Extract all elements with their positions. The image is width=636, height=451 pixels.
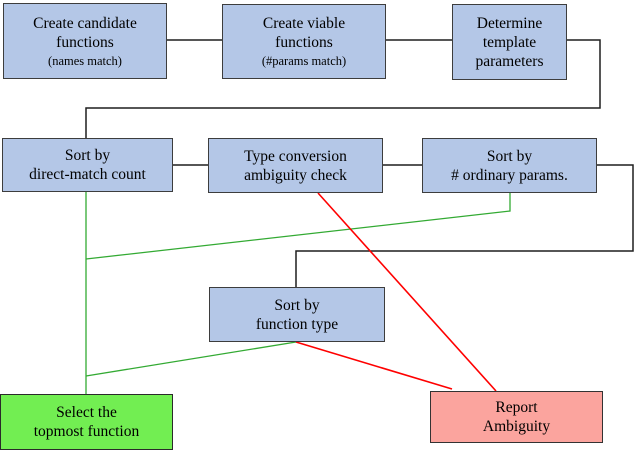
edge-sort-ordinary-to-select-topmost <box>85 193 511 260</box>
node-text-line: functions <box>275 34 333 51</box>
node-sort-by-ordinary-params: Sort by # ordinary params. <box>422 138 597 193</box>
node-text-line: # ordinary params. <box>451 166 568 184</box>
node-sort-by-function-type: Sort by function type <box>209 287 385 342</box>
edge-sort-function-type-to-select-topmost <box>85 341 297 377</box>
edge-sort-function-type-to-report-ambiguity <box>295 341 453 390</box>
node-text-line: Type conversion <box>244 147 347 165</box>
node-create-viable-functions: Create viable functions (#params match) <box>222 4 386 79</box>
node-type-conversion-check: Type conversion ambiguity check <box>208 138 383 193</box>
node-text-line: Determine <box>476 14 543 32</box>
node-text-line: topmost function <box>33 423 140 440</box>
edge-template-to-sort-direct <box>85 39 601 138</box>
edge-type-conversion-to-report-ambiguity <box>317 192 497 392</box>
node-text-line: parameters <box>475 52 544 70</box>
node-text-line: Report <box>495 399 538 416</box>
node-text-line: Select the <box>56 404 117 421</box>
node-text-line: Sort by <box>64 147 111 164</box>
node-text-line: Create viable <box>262 15 346 32</box>
node-report-ambiguity: Report Ambiguity <box>430 391 603 443</box>
node-create-candidate-functions: Create candidate functions (names match) <box>3 3 167 79</box>
node-select-topmost-function: Select the topmost function <box>0 394 173 450</box>
node-text-line: function type <box>255 315 339 333</box>
node-text-line: direct-match count <box>29 166 146 183</box>
edge-sort-ordinary-to-sort-function-type <box>295 164 634 287</box>
node-sort-by-direct-match: Sort by direct-match count <box>2 138 173 192</box>
node-text-line: Ambiguity <box>482 418 551 435</box>
node-text-note: (names match) <box>48 53 122 68</box>
node-text-line: Sort by <box>274 296 320 314</box>
node-text-line: Sort by <box>486 147 533 165</box>
node-text-line: functions <box>56 33 114 51</box>
node-text-note: (#params match) <box>261 54 347 68</box>
node-text-line: Create candidate <box>33 14 137 32</box>
node-determine-template-parameters: Determine template parameters <box>452 4 567 80</box>
node-text-line: ambiguity check <box>244 166 347 184</box>
node-text-line: template <box>482 33 537 51</box>
